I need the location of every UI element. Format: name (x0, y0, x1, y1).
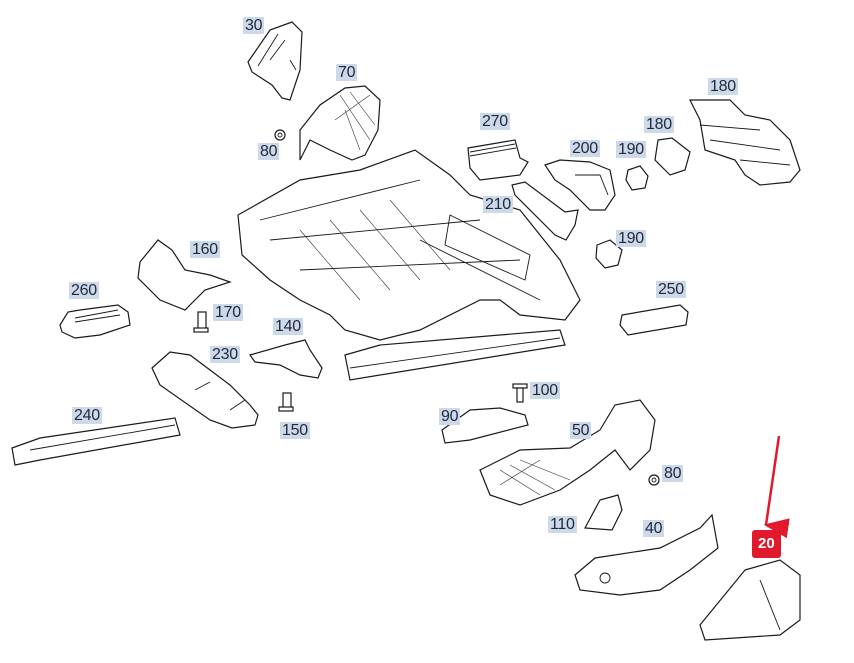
part-110-cap[interactable] (584, 494, 623, 531)
part-160-bracket[interactable] (137, 239, 232, 311)
part-80-nut-lower[interactable] (648, 474, 660, 486)
part-210-trim[interactable] (511, 181, 579, 241)
part-240-rail-cover[interactable] (11, 417, 181, 466)
part-190-switch[interactable] (625, 165, 649, 191)
part-label-50[interactable]: 50 (570, 422, 592, 439)
part-label-210[interactable]: 210 (483, 196, 513, 213)
part-label-80-lower[interactable]: 80 (662, 465, 684, 482)
part-40-cover[interactable] (574, 513, 719, 596)
part-label-70[interactable]: 70 (336, 64, 358, 81)
part-90-module[interactable] (441, 407, 529, 444)
seat-frame[interactable] (237, 149, 581, 381)
part-label-270[interactable]: 270 (480, 113, 510, 130)
part-20-cover[interactable] (699, 559, 801, 641)
part-label-80[interactable]: 80 (258, 143, 280, 160)
part-label-190[interactable]: 190 (616, 141, 646, 158)
part-label-90[interactable]: 90 (439, 408, 461, 425)
part-270[interactable] (467, 139, 529, 181)
part-30-cover[interactable] (247, 21, 303, 101)
part-260-cover[interactable] (59, 304, 131, 339)
part-200-motor[interactable] (544, 159, 616, 211)
part-140-lever[interactable] (249, 339, 323, 379)
part-label-190-lower[interactable]: 190 (616, 230, 646, 247)
part-80-nut[interactable] (274, 129, 286, 141)
part-label-200[interactable]: 200 (570, 140, 600, 157)
part-150-bolt[interactable] (278, 392, 294, 412)
part-label-160[interactable]: 160 (190, 241, 220, 258)
highlight-arrow (763, 435, 790, 539)
part-170-bolt[interactable] (193, 311, 209, 333)
part-label-180[interactable]: 180 (644, 116, 674, 133)
part-100-bolt[interactable] (512, 383, 528, 403)
part-label-230[interactable]: 230 (210, 346, 240, 363)
part-label-30[interactable]: 30 (243, 17, 265, 34)
part-label-150[interactable]: 150 (280, 422, 310, 439)
part-250-module[interactable] (619, 304, 689, 336)
part-label-110[interactable]: 110 (548, 516, 577, 533)
part-180-harness[interactable] (689, 99, 801, 186)
part-label-260[interactable]: 260 (69, 282, 99, 299)
part-label-40[interactable]: 40 (643, 520, 665, 537)
part-50-trim[interactable] (479, 399, 656, 506)
part-label-170[interactable]: 170 (213, 304, 243, 321)
part-label-240[interactable]: 240 (72, 407, 102, 424)
part-180-housing[interactable] (654, 137, 691, 176)
part-230-cover[interactable] (151, 351, 259, 429)
part-label-20-highlighted[interactable]: 20 (752, 530, 781, 558)
part-label-250[interactable]: 250 (656, 281, 686, 298)
part-label-140[interactable]: 140 (273, 318, 303, 335)
part-label-180-harness[interactable]: 180 (708, 78, 738, 95)
part-70-cover[interactable] (299, 85, 381, 161)
part-190-switch-lower[interactable] (595, 239, 623, 269)
part-label-100[interactable]: 100 (530, 382, 560, 399)
